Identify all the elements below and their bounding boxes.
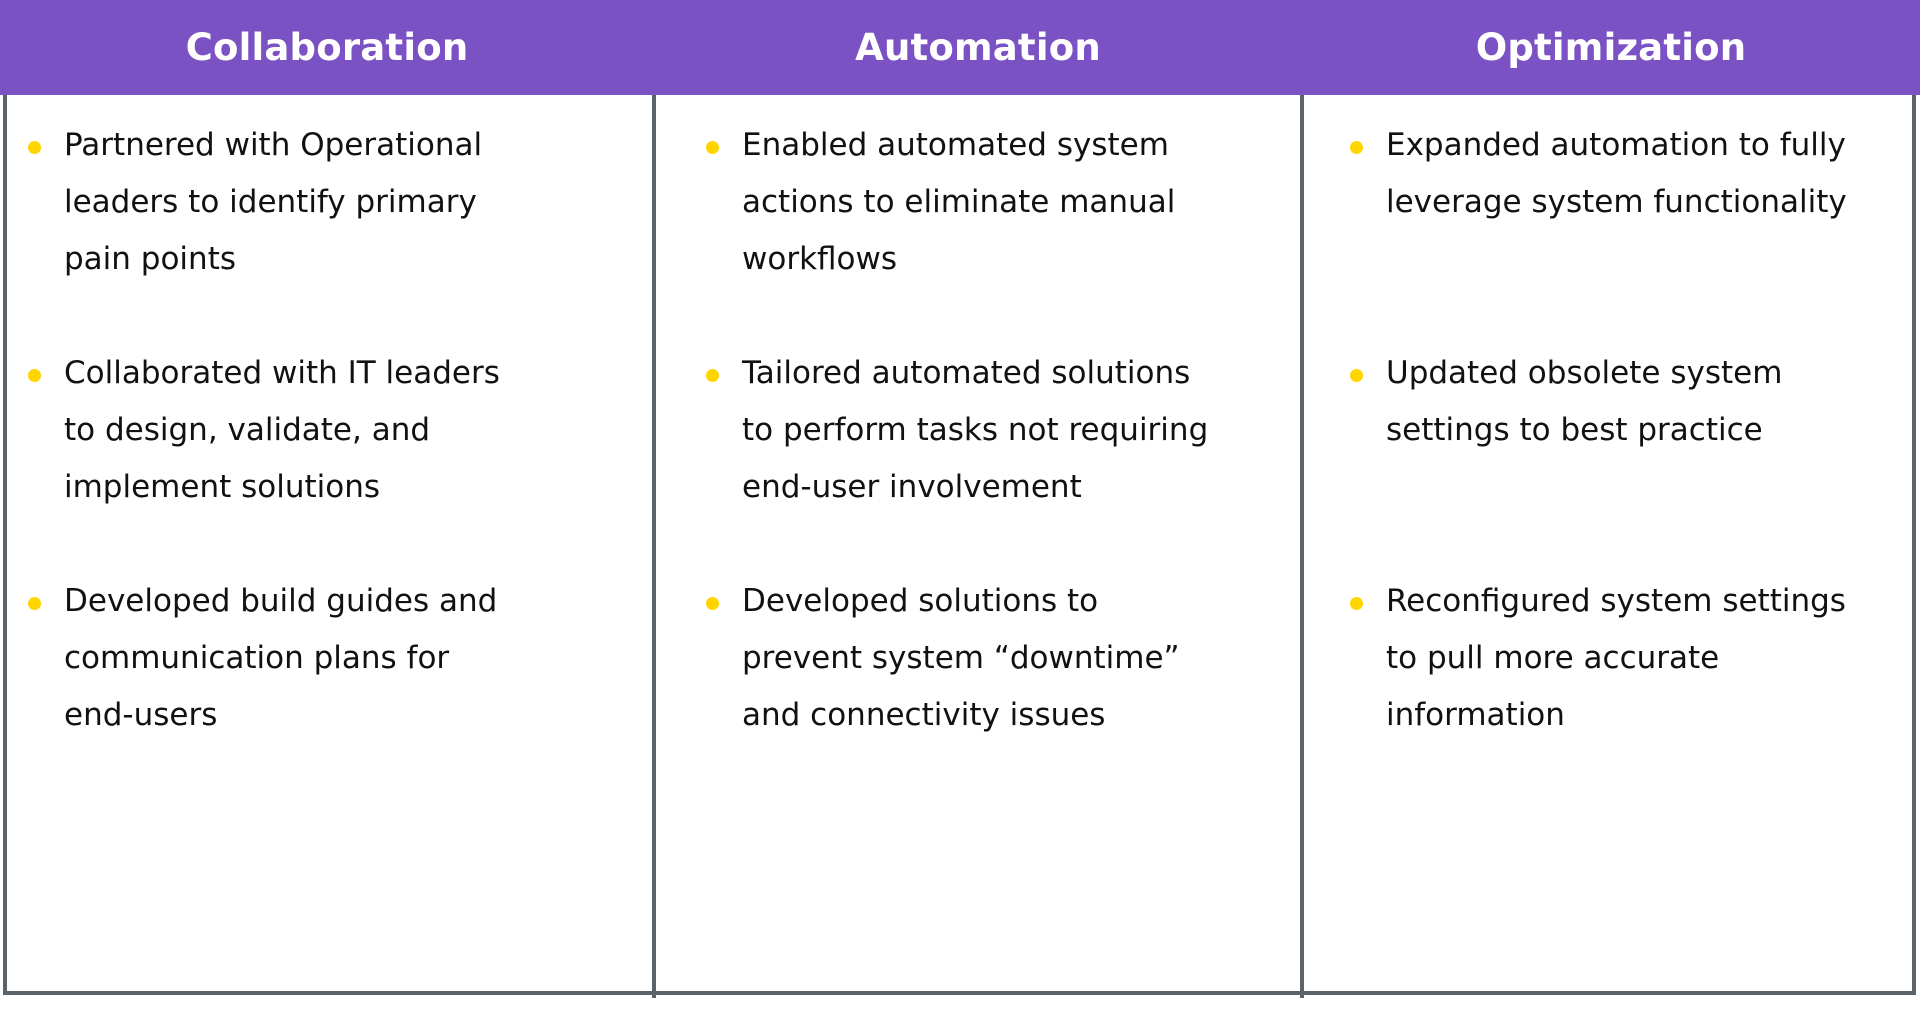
list-item: Developed solutions to prevent system “d… — [706, 573, 1212, 801]
column-header-label: Automation — [855, 26, 1101, 69]
list-item: Expanded automation to fully leverage sy… — [1350, 117, 1864, 345]
column-header-label: Collaboration — [185, 26, 469, 69]
column-divider-1 — [652, 95, 656, 998]
column-divider-2 — [1300, 95, 1304, 998]
list-item: Partnered with Operational leaders to id… — [28, 117, 524, 345]
bullet-dot-icon — [706, 369, 719, 382]
list-item-text: Reconfigured system settings to pull mor… — [1386, 583, 1846, 733]
list-item-text: Partnered with Operational leaders to id… — [64, 127, 483, 277]
column-header-automation: Automation — [654, 0, 1302, 95]
list-item-text: Tailored automated solutions to perform … — [742, 355, 1209, 505]
bullet-dot-icon — [1350, 141, 1363, 154]
bullet-dot-icon — [28, 141, 41, 154]
column-body-collaboration: Partnered with Operational leaders to id… — [0, 95, 654, 995]
list-item-text: Developed solutions to prevent system “d… — [742, 583, 1180, 733]
column-header-collaboration: Collaboration — [0, 0, 654, 95]
list-item: Collaborated with IT leaders to design, … — [28, 345, 524, 573]
bullet-dot-icon — [706, 141, 719, 154]
list-item: Updated obsolete system settings to best… — [1350, 345, 1864, 573]
list-item-text: Enabled automated system actions to elim… — [742, 127, 1176, 277]
list-item: Enabled automated system actions to elim… — [706, 117, 1212, 345]
bullet-dot-icon — [28, 369, 41, 382]
list-item: Developed build guides and communication… — [28, 573, 524, 801]
table-header-row: Collaboration Automation Optimization — [0, 0, 1920, 95]
bullet-dot-icon — [706, 597, 719, 610]
list-item-text: Collaborated with IT leaders to design, … — [64, 355, 500, 505]
bullet-dot-icon — [1350, 597, 1363, 610]
list-item-text: Expanded automation to fully leverage sy… — [1386, 127, 1847, 220]
bullet-dot-icon — [28, 597, 41, 610]
table-body-columns: Partnered with Operational leaders to id… — [0, 95, 1920, 995]
list-item: Tailored automated solutions to perform … — [706, 345, 1212, 573]
table-body-frame — [3, 95, 1916, 995]
bullet-dot-icon — [1350, 369, 1363, 382]
column-header-label: Optimization — [1475, 26, 1747, 69]
list-item-text: Developed build guides and communication… — [64, 583, 498, 733]
column-header-optimization: Optimization — [1302, 0, 1920, 95]
column-body-optimization: Expanded automation to fully leverage sy… — [1302, 95, 1920, 995]
column-body-automation: Enabled automated system actions to elim… — [654, 95, 1302, 995]
list-item: Reconfigured system settings to pull mor… — [1350, 573, 1864, 801]
list-item-text: Updated obsolete system settings to best… — [1386, 355, 1783, 448]
